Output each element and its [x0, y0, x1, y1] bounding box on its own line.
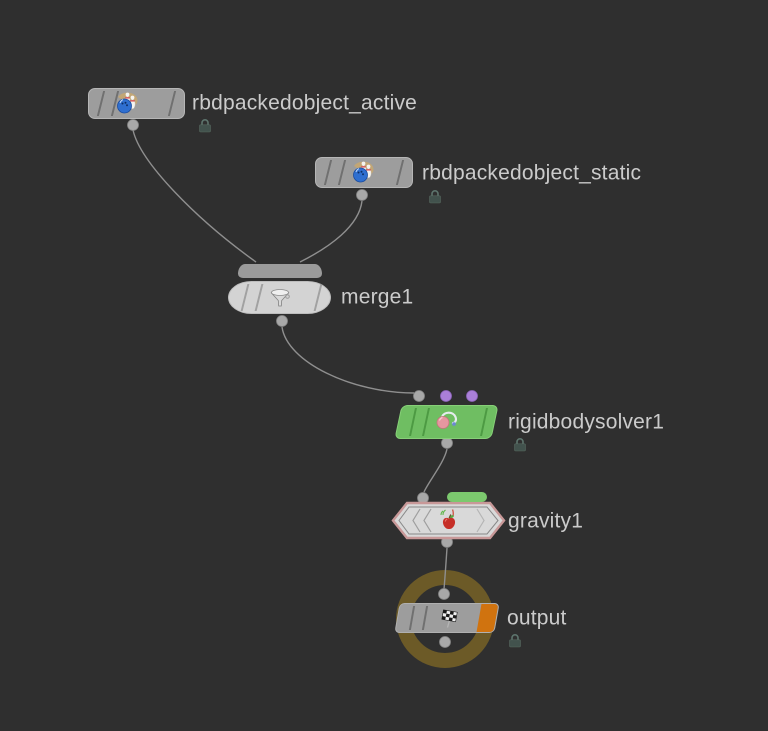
falling-apple-icon: [440, 509, 456, 530]
checkered-flag-icon: [441, 609, 458, 628]
wire-active-to-merge[interactable]: [132, 129, 257, 263]
node-divider: [337, 160, 347, 185]
output-connector-merge[interactable]: [276, 315, 288, 327]
wire-solver-to-gravity[interactable]: [423, 448, 448, 493]
bowling-ball-pins-icon: [117, 92, 138, 114]
node-divider: [476, 508, 485, 533]
node-divider: [395, 160, 405, 185]
input-connector-solver[interactable]: [413, 390, 425, 402]
node-divider: [412, 508, 421, 533]
node-label-rbdpackedobject-static: rbdpackedobject_static: [422, 161, 642, 185]
lock-icon: [514, 438, 526, 452]
node-divider: [423, 508, 432, 533]
lock-icon: [509, 634, 521, 648]
node-label-gravity1: gravity1: [508, 509, 584, 533]
funnel-icon: [270, 289, 290, 307]
input-connector-output[interactable]: [438, 588, 450, 600]
output-connector-rbdactive[interactable]: [127, 119, 139, 131]
node-divider: [254, 284, 264, 311]
wire-gravity-to-output[interactable]: [443, 547, 448, 590]
bowling-ball-pins-icon: [353, 161, 374, 183]
node-divider: [96, 91, 106, 116]
node-label-rigidbodysolver1: rigidbodysolver1: [508, 410, 665, 434]
wire-merge-to-solver[interactable]: [281, 326, 415, 394]
node-divider: [323, 160, 333, 185]
node-divider: [480, 408, 488, 436]
node-divider: [421, 606, 429, 630]
output-connector-solver[interactable]: [441, 437, 453, 449]
gravity-green-indicator-pill[interactable]: [447, 492, 487, 502]
render-flag[interactable]: [476, 604, 499, 632]
wire-static-to-merge[interactable]: [299, 200, 363, 263]
node-label-merge1: merge1: [341, 285, 414, 309]
output-connector-output[interactable]: [439, 636, 451, 648]
node-label-rbdpackedobject-active: rbdpackedobject_active: [192, 91, 418, 115]
node-divider: [313, 284, 323, 311]
node-divider: [409, 408, 417, 436]
solver-extra-input-connector-1[interactable]: [440, 390, 452, 402]
node-divider: [167, 91, 177, 116]
node-divider: [240, 284, 250, 311]
merge-multi-input-cap[interactable]: [238, 264, 322, 278]
output-connector-rbdstatic[interactable]: [356, 189, 368, 201]
node-divider: [422, 408, 430, 436]
wrecking-ball-icon: [436, 411, 458, 429]
node-label-output: output: [507, 606, 567, 630]
lock-icon: [199, 119, 211, 133]
lock-icon: [429, 190, 441, 204]
node-divider: [408, 606, 416, 630]
solver-extra-input-connector-2[interactable]: [466, 390, 478, 402]
